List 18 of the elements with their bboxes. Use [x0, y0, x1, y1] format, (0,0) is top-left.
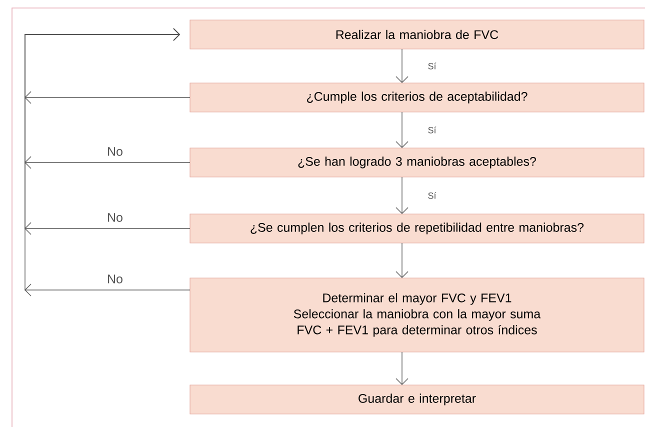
arrow	[396, 176, 408, 214]
edge-label: No	[108, 213, 122, 222]
arrow	[396, 242, 408, 278]
process-box: ¿Se cumplen los criterios de repetibilidad entre maniobras?	[190, 214, 644, 244]
process-box: Guardar e interpretar	[190, 384, 644, 414]
arrow	[24, 28, 190, 296]
arrow	[396, 112, 408, 148]
edge-label: Sí	[428, 126, 436, 134]
edge-label: No	[108, 147, 122, 156]
edge-label: Sí	[428, 192, 436, 199]
process-box: ¿Se han logrado 3 maniobras aceptables?	[190, 148, 644, 178]
process-box: Realizar la maniobra de FVC	[190, 20, 644, 50]
arrow	[396, 48, 408, 83]
edge-label: No	[108, 274, 122, 284]
process-box: ¿Cumple los criterios de aceptabilidad?	[190, 82, 644, 112]
arrow	[396, 352, 408, 385]
process-box: Determinar el mayor FVC y FEV1 Seleccionar la maniobra con la mayor suma FVC + FEV1 para determinar otros índices	[190, 278, 644, 352]
edge-label: Sí	[428, 62, 436, 70]
